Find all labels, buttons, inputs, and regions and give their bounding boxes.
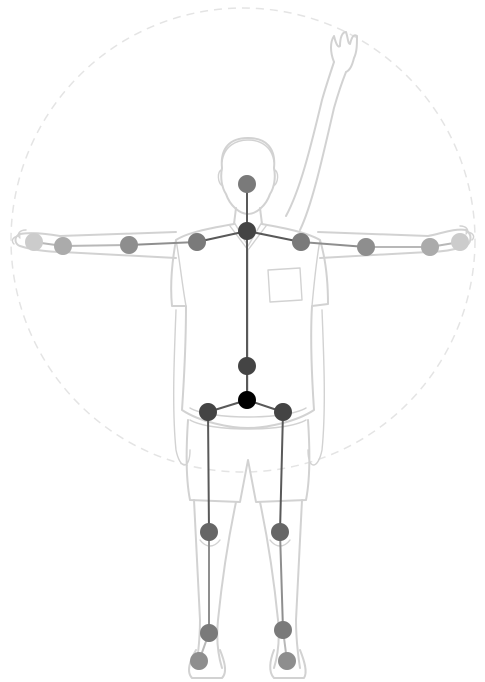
joint-spine [238,357,256,375]
left-hand-outline [12,230,26,244]
joint-left-shoulder [292,233,310,251]
pocket-outline [268,268,302,302]
joint-left-hand [451,233,469,251]
skeleton-bones [34,184,460,661]
joint-left-wrist [421,238,439,256]
joint-right-knee [200,523,218,541]
shorts-outline [187,420,310,502]
bone-left-knee-to-left-ankle [280,532,283,630]
joint-left-knee [271,523,289,541]
human-body-outline [12,32,473,678]
joint-right-shoulder [188,233,206,251]
joint-right-hand [25,233,43,251]
joint-right-wrist [54,237,72,255]
bone-right-hip-to-right-knee [208,412,209,532]
bone-right-elbow-to-right-wrist [63,245,129,246]
sleeve-seam-right [312,240,320,306]
bone-right-shoulder-to-right-elbow [129,242,197,245]
joint-right-foot [190,652,208,670]
joint-right-hip [199,403,217,421]
bone-left-shoulder-to-left-elbow [301,242,366,247]
joint-head [238,175,256,193]
joint-left-hip [274,403,292,421]
raised-arm-outline [286,62,346,230]
left-leg-outline [194,500,236,668]
joint-neck [238,222,256,240]
joint-left-ankle [274,621,292,639]
bone-left-hip-to-left-knee [280,412,283,532]
joint-right-elbow [120,236,138,254]
joint-pelvis [238,391,256,409]
joint-left-foot [278,652,296,670]
joint-left-elbow [357,238,375,256]
sleeve-seam-left [176,240,186,306]
joint-right-ankle [200,624,218,642]
raised-hand-outline [331,32,357,72]
